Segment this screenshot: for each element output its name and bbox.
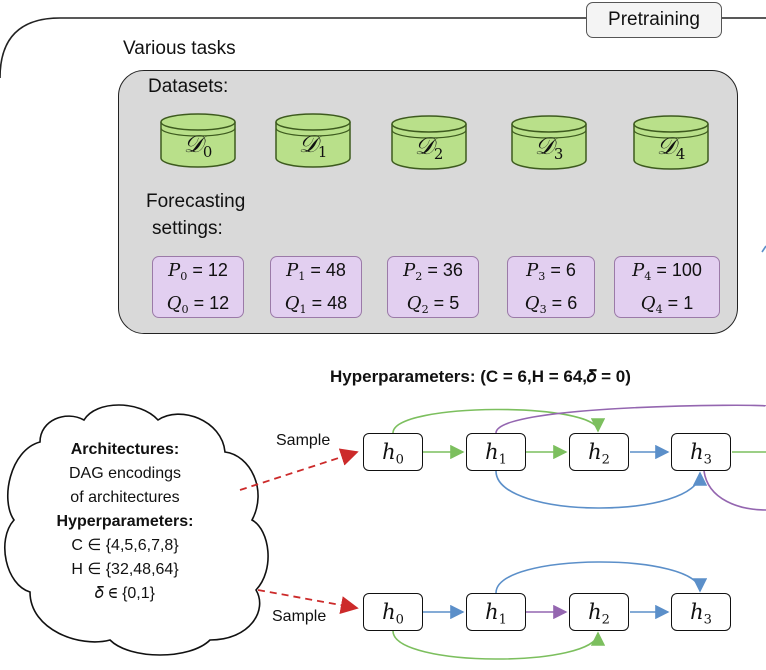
dataset-3-symbol: 𝒟 [534, 132, 554, 160]
bottom-node-h0-symbol: h [382, 600, 396, 624]
setting-3-q-index: 3 [539, 302, 547, 316]
top-node-h0-index: 0 [395, 452, 404, 468]
dataset-3-index: 3 [553, 145, 564, 164]
setting-4-q-value: 1 [683, 292, 694, 313]
setting-0: P0 = 12 Q0 = 12 [152, 256, 244, 318]
top-node-h1: h1 [466, 433, 526, 471]
setting-1-p-value: 48 [325, 260, 346, 280]
top-node-h0: h0 [363, 433, 423, 471]
sample-arrow-bottom [257, 589, 359, 614]
top-node-h3-symbol: h [690, 440, 704, 464]
setting-2-q-index: 2 [421, 302, 429, 316]
setting-1: P1 = 48 Q1 = 48 [270, 256, 362, 318]
top-edge-h1-h3-blue [495, 470, 708, 509]
setting-2: P2 = 36 Q2 = 5 [387, 256, 479, 318]
sample-label-bottom: Sample [272, 608, 327, 625]
bottom-node-h2-index: 2 [601, 612, 610, 628]
dataset-4-index: 4 [675, 145, 686, 164]
forecasting-label-line1: Forecasting [146, 191, 246, 212]
dataset-0-symbol: 𝒟 [183, 130, 203, 158]
setting-2-p-index: 2 [415, 269, 423, 283]
setting-2-q-value: 5 [449, 292, 460, 313]
bottom-node-h1: h1 [466, 593, 526, 631]
bottom-node-h3-index: 3 [703, 612, 712, 628]
setting-1-q-value: 48 [327, 292, 348, 313]
dataset-3: 𝒟3 [510, 114, 588, 170]
setting-4-q-index: 4 [655, 302, 663, 316]
top-edge-h0-h2-skip [392, 408, 606, 434]
bottom-edge-h1-h3-blue [495, 561, 708, 594]
dataset-0: 𝒟0 [159, 112, 237, 168]
top-node-h2-index: 2 [601, 452, 610, 468]
tasks-title: Various tasks [123, 38, 236, 59]
top-node-h3: h3 [671, 433, 731, 471]
top-node-h1-symbol: h [485, 440, 499, 464]
top-edge-h3-out-purple [703, 470, 766, 511]
dataset-1-symbol: 𝒟 [298, 130, 318, 158]
top-node-h3-index: 3 [703, 452, 712, 468]
dataset-2: 𝒟2 [390, 114, 468, 170]
pretraining-tag: Pretraining [586, 2, 722, 38]
setting-0-p-index: 0 [180, 269, 188, 283]
dataset-2-index: 2 [433, 145, 444, 164]
setting-3-p-value: 6 [565, 260, 576, 280]
dataset-1: 𝒟1 [274, 112, 352, 168]
dataset-0-index: 0 [202, 143, 213, 162]
delta-range: 𝛿 ∈ {0,1} [95, 585, 155, 602]
bottom-node-h3: h3 [671, 593, 731, 631]
forecasting-settings-label: Forecasting settings: [146, 188, 245, 242]
search-space-text: Architectures: DAG encodings of architec… [14, 438, 236, 606]
setting-4-p-index: 4 [644, 269, 652, 283]
sample-arrow-top [239, 448, 359, 491]
top-node-h2-symbol: h [588, 440, 602, 464]
dataset-4-symbol: 𝒟 [656, 132, 676, 160]
setting-0-q-index: 0 [181, 302, 189, 316]
setting-0-p-value: 12 [207, 260, 228, 280]
setting-3: P3 = 6 Q3 = 6 [507, 256, 595, 318]
bottom-node-h3-symbol: h [690, 600, 704, 624]
search-space-cloud [4, 404, 269, 656]
setting-1-q-index: 1 [299, 302, 307, 316]
top-node-h0-symbol: h [382, 440, 396, 464]
dataset-4: 𝒟4 [632, 114, 710, 170]
outer-frame-line [0, 17, 586, 79]
dataset-1-index: 1 [317, 143, 328, 162]
hyperparameters-heading: Hyperparameters: [56, 513, 194, 530]
setting-3-p-index: 3 [538, 269, 546, 283]
setting-0-q-value: 12 [209, 292, 230, 313]
architectures-heading: Architectures: [70, 441, 180, 458]
setting-2-p-value: 36 [442, 260, 463, 280]
architectures-line1: DAG encodings [68, 465, 182, 482]
bottom-node-h0-index: 0 [395, 612, 404, 628]
top-node-h2: h2 [569, 433, 629, 471]
bottom-node-h1-symbol: h [485, 600, 499, 624]
bottom-node-h2: h2 [569, 593, 629, 631]
bottom-edge-h0-h2-green [392, 630, 606, 660]
dataset-2-symbol: 𝒟 [414, 132, 434, 160]
bottom-node-h0: h0 [363, 593, 423, 631]
setting-3-q-value: 6 [567, 292, 578, 313]
setting-4-p-value: 100 [671, 260, 702, 280]
setting-4: P4 = 100 Q4 = 1 [614, 256, 720, 318]
h-range: H ∈ {32,48,64} [71, 561, 179, 578]
partial-right-arrow [761, 245, 766, 253]
hyperparameters-title: Hyperparameters: (C = 6,H = 64,𝛿 = 0) [330, 367, 631, 386]
top-edge-h1-out-purple [495, 404, 766, 434]
bottom-node-h2-symbol: h [588, 600, 602, 624]
bottom-node-h1-index: 1 [498, 612, 507, 628]
c-range: C ∈ {4,5,6,7,8} [71, 537, 179, 554]
architectures-line2: of architectures [70, 489, 180, 506]
sample-label-top: Sample [276, 432, 331, 449]
setting-1-p-index: 1 [298, 269, 306, 283]
forecasting-label-line2: settings: [152, 218, 223, 239]
top-node-h1-index: 1 [498, 452, 507, 468]
datasets-label: Datasets: [148, 76, 229, 97]
